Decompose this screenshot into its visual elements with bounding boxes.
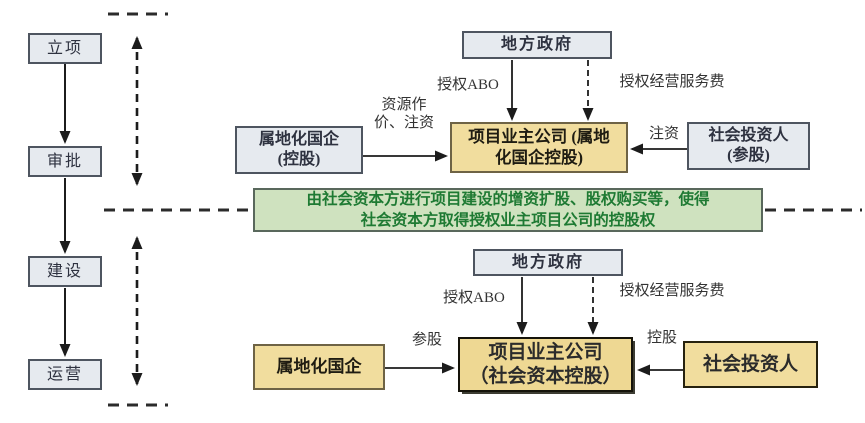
social-investor-box-top: 社会投资人 (参股) [687,122,810,170]
label-line: 价、注资 [373,115,434,131]
box-label: （社会资本控股） [469,365,622,387]
phase-box-initiation: 立项 [28,33,102,64]
box-label: (控股) [277,151,321,168]
box-label: (参股) [727,147,770,164]
phase-label: 立项 [46,39,83,57]
box-label: 地方政府 [500,36,573,53]
box-label: 社会投资人 [702,353,798,375]
project-owner-company-box-top: 项目业主公司 (属地 化国企控股) [450,122,628,173]
phase-box-operation: 运营 [28,359,102,390]
note-line: 由社会资本方进行项目建设的增资扩股、股权购买等，使得 [306,191,710,208]
label-operating-service-fee-top: 授权经营服务费 [619,74,725,90]
label-operating-service-fee-bottom: 授权经营服务费 [619,283,725,299]
box-label: 社会投资人 [708,127,789,144]
label-authorize-abo-bottom: 授权ABO [443,290,505,306]
label-capital-injection: 注资 [648,126,679,142]
phase-box-construction: 建设 [28,256,102,287]
phase-box-approval: 审批 [28,146,102,177]
note-line: 社会资本方取得授权业主项目公司的控股权 [360,212,656,229]
phase-label: 运营 [46,365,83,383]
box-label: 属地化国企 [258,131,339,148]
label-resource-pricing-injection: 资源作 价、注资 [358,96,450,132]
localized-soe-box-top: 属地化国企 (控股) [235,126,363,174]
project-owner-company-box-bottom: 项目业主公司 （社会资本控股） [458,337,633,392]
capital-increase-note-box: 由社会资本方进行项目建设的增资扩股、股权购买等，使得 社会资本方取得授权业主项目… [253,188,763,232]
label-line: 资源作 [381,97,427,113]
box-label: 项目业主公司 (属地 [468,126,610,146]
label-minority-stake: 参股 [411,332,442,348]
social-investor-box-bottom: 社会投资人 [683,341,818,388]
local-government-box-bottom: 地方政府 [473,249,623,276]
box-label: 地方政府 [511,253,584,271]
label-authorize-abo-top: 授权ABO [437,77,499,93]
label-controlling-stake: 控股 [646,330,677,346]
phase-label: 建设 [46,262,83,280]
local-government-box-top: 地方政府 [462,31,612,59]
phase-label: 审批 [46,152,83,170]
box-label: 项目业主公司 [488,341,603,363]
box-label: 化国企控股) [495,147,583,167]
box-label: 属地化国企 [276,357,362,377]
localized-soe-box-bottom: 属地化国企 [253,344,385,390]
